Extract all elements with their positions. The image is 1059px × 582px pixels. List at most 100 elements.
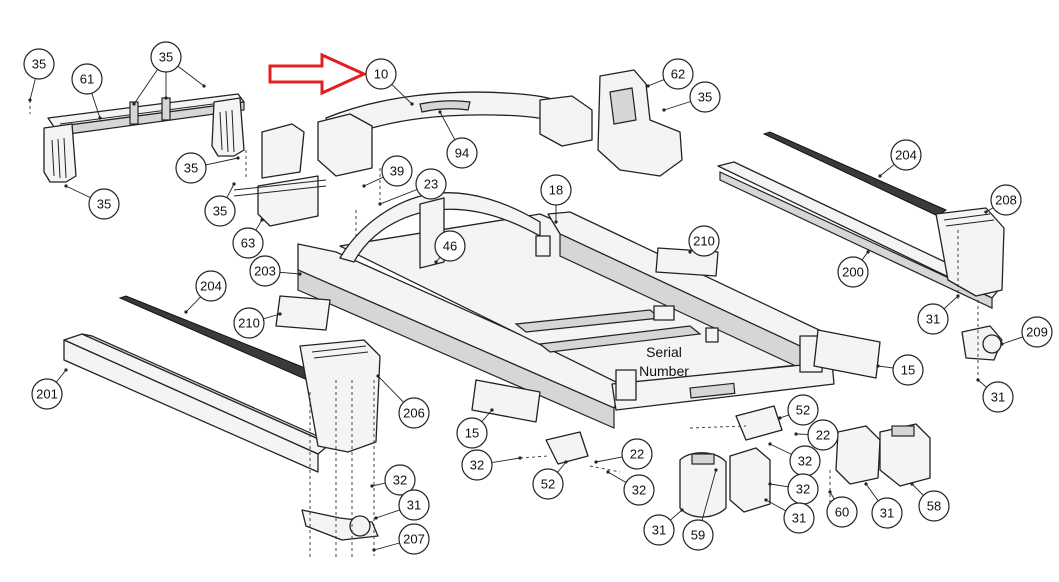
leader-endpoint-22: [794, 432, 797, 435]
callout-number: 200: [842, 265, 864, 280]
callout-23: 23: [416, 169, 446, 199]
callout-number: 52: [796, 403, 810, 418]
callout-leader-204: [186, 297, 201, 312]
leader-endpoint-204: [878, 174, 881, 177]
callout-number: 31: [652, 523, 666, 538]
callout-number: 35: [184, 161, 198, 176]
leader-endpoint-35: [64, 184, 67, 187]
callout-61: 61: [72, 64, 102, 94]
leader-endpoint-32: [768, 482, 771, 485]
callout-number: 203: [254, 264, 276, 279]
leader-endpoint-39: [362, 184, 365, 187]
leader-endpoint-61: [98, 116, 101, 119]
callout-63: 63: [233, 228, 263, 258]
callout-leader-203: [280, 272, 300, 274]
leader-endpoint-210: [688, 250, 691, 253]
leader-endpoint-52: [778, 416, 781, 419]
callout-number: 31: [991, 390, 1005, 405]
part-58-foot-housing: [836, 426, 880, 484]
callout-number: 35: [97, 197, 111, 212]
leader-endpoint-15: [490, 408, 493, 411]
leader-endpoint-15: [876, 364, 879, 367]
leader-endpoint-60: [828, 490, 831, 493]
red-pointer-arrow: [270, 55, 364, 93]
callout-94: 94: [447, 138, 477, 168]
callout-31: 31: [784, 503, 814, 533]
callout-number: 31: [926, 312, 940, 327]
callout-number: 22: [816, 428, 830, 443]
leader-endpoint-208: [984, 210, 987, 213]
leader-endpoint-210: [278, 312, 281, 315]
callout-leader-35: [178, 66, 204, 86]
leader-endpoint-22: [594, 460, 597, 463]
leader-endpoint-32: [768, 442, 771, 445]
leader-endpoint-23: [378, 202, 381, 205]
leader-endpoint-62: [646, 84, 649, 87]
part-57-bracket: [880, 424, 930, 486]
serial-number-label-line2: Number: [639, 363, 689, 379]
leader-endpoint-94: [438, 110, 441, 113]
callout-210: 210: [234, 308, 264, 338]
leader-endpoint-46: [434, 260, 437, 263]
callout-leader-58: [912, 484, 923, 495]
callout-number: 52: [541, 477, 555, 492]
callout-leader-209: [1002, 337, 1023, 344]
callout-number: 32: [470, 458, 484, 473]
part-61-rear-crossbar: [44, 94, 244, 182]
callout-leader-206: [378, 376, 404, 402]
callout-leader-35: [30, 79, 35, 100]
callout-32: 32: [624, 475, 654, 505]
leader-endpoint-18: [554, 220, 557, 223]
callout-208: 208: [991, 185, 1021, 215]
callout-200: 200: [838, 257, 868, 287]
callout-58: 58: [919, 491, 949, 521]
callout-32: 32: [790, 446, 820, 476]
callout-leader-35: [134, 69, 158, 104]
callout-62: 62: [663, 59, 693, 89]
callout-leader-31: [376, 510, 400, 518]
callout-number: 10: [374, 67, 388, 82]
callout-leader-35: [664, 102, 691, 111]
callout-15: 15: [457, 418, 487, 448]
callout-number: 39: [390, 164, 404, 179]
part-60-bracket: [730, 448, 770, 512]
leader-endpoint-31: [374, 516, 377, 519]
callout-number: 204: [200, 279, 222, 294]
callout-number: 32: [393, 473, 407, 488]
part-201-left-side-rail: [64, 296, 380, 472]
leader-endpoint-52: [564, 460, 567, 463]
part-207-foot: [302, 510, 378, 540]
callout-number: 204: [895, 148, 917, 163]
callout-number: 15: [465, 426, 479, 441]
callout-number: 210: [693, 234, 715, 249]
callout-31: 31: [399, 490, 429, 520]
callout-32: 32: [462, 450, 492, 480]
leader-endpoint-63: [260, 218, 263, 221]
callout-number: 18: [549, 183, 563, 198]
callout-209: 209: [1022, 317, 1052, 347]
callout-204: 204: [891, 140, 921, 170]
leader-endpoint-35: [28, 98, 31, 101]
callout-number: 15: [901, 363, 915, 378]
callout-number: 23: [424, 177, 438, 192]
callout-60: 60: [827, 497, 857, 527]
callout-number: 201: [36, 387, 58, 402]
callout-leader-207: [374, 543, 400, 550]
leader-endpoint-32: [606, 470, 609, 473]
callout-leader-31: [944, 296, 958, 309]
part-209-foot: [962, 326, 1002, 360]
leader-endpoint-32: [518, 456, 521, 459]
callout-206: 206: [399, 398, 429, 428]
callout-204: 204: [196, 271, 226, 301]
leader-endpoint-31: [976, 378, 979, 381]
callout-number: 210: [238, 316, 260, 331]
callout-number: 35: [213, 204, 227, 219]
callout-leader-35: [206, 158, 238, 165]
callout-59: 59: [683, 520, 713, 550]
leader-endpoint-32: [370, 484, 373, 487]
callout-31: 31: [872, 498, 902, 528]
leader-endpoint-201: [64, 368, 67, 371]
callout-22: 22: [622, 439, 652, 469]
leader-endpoint-31: [864, 482, 867, 485]
callout-number: 60: [835, 505, 849, 520]
